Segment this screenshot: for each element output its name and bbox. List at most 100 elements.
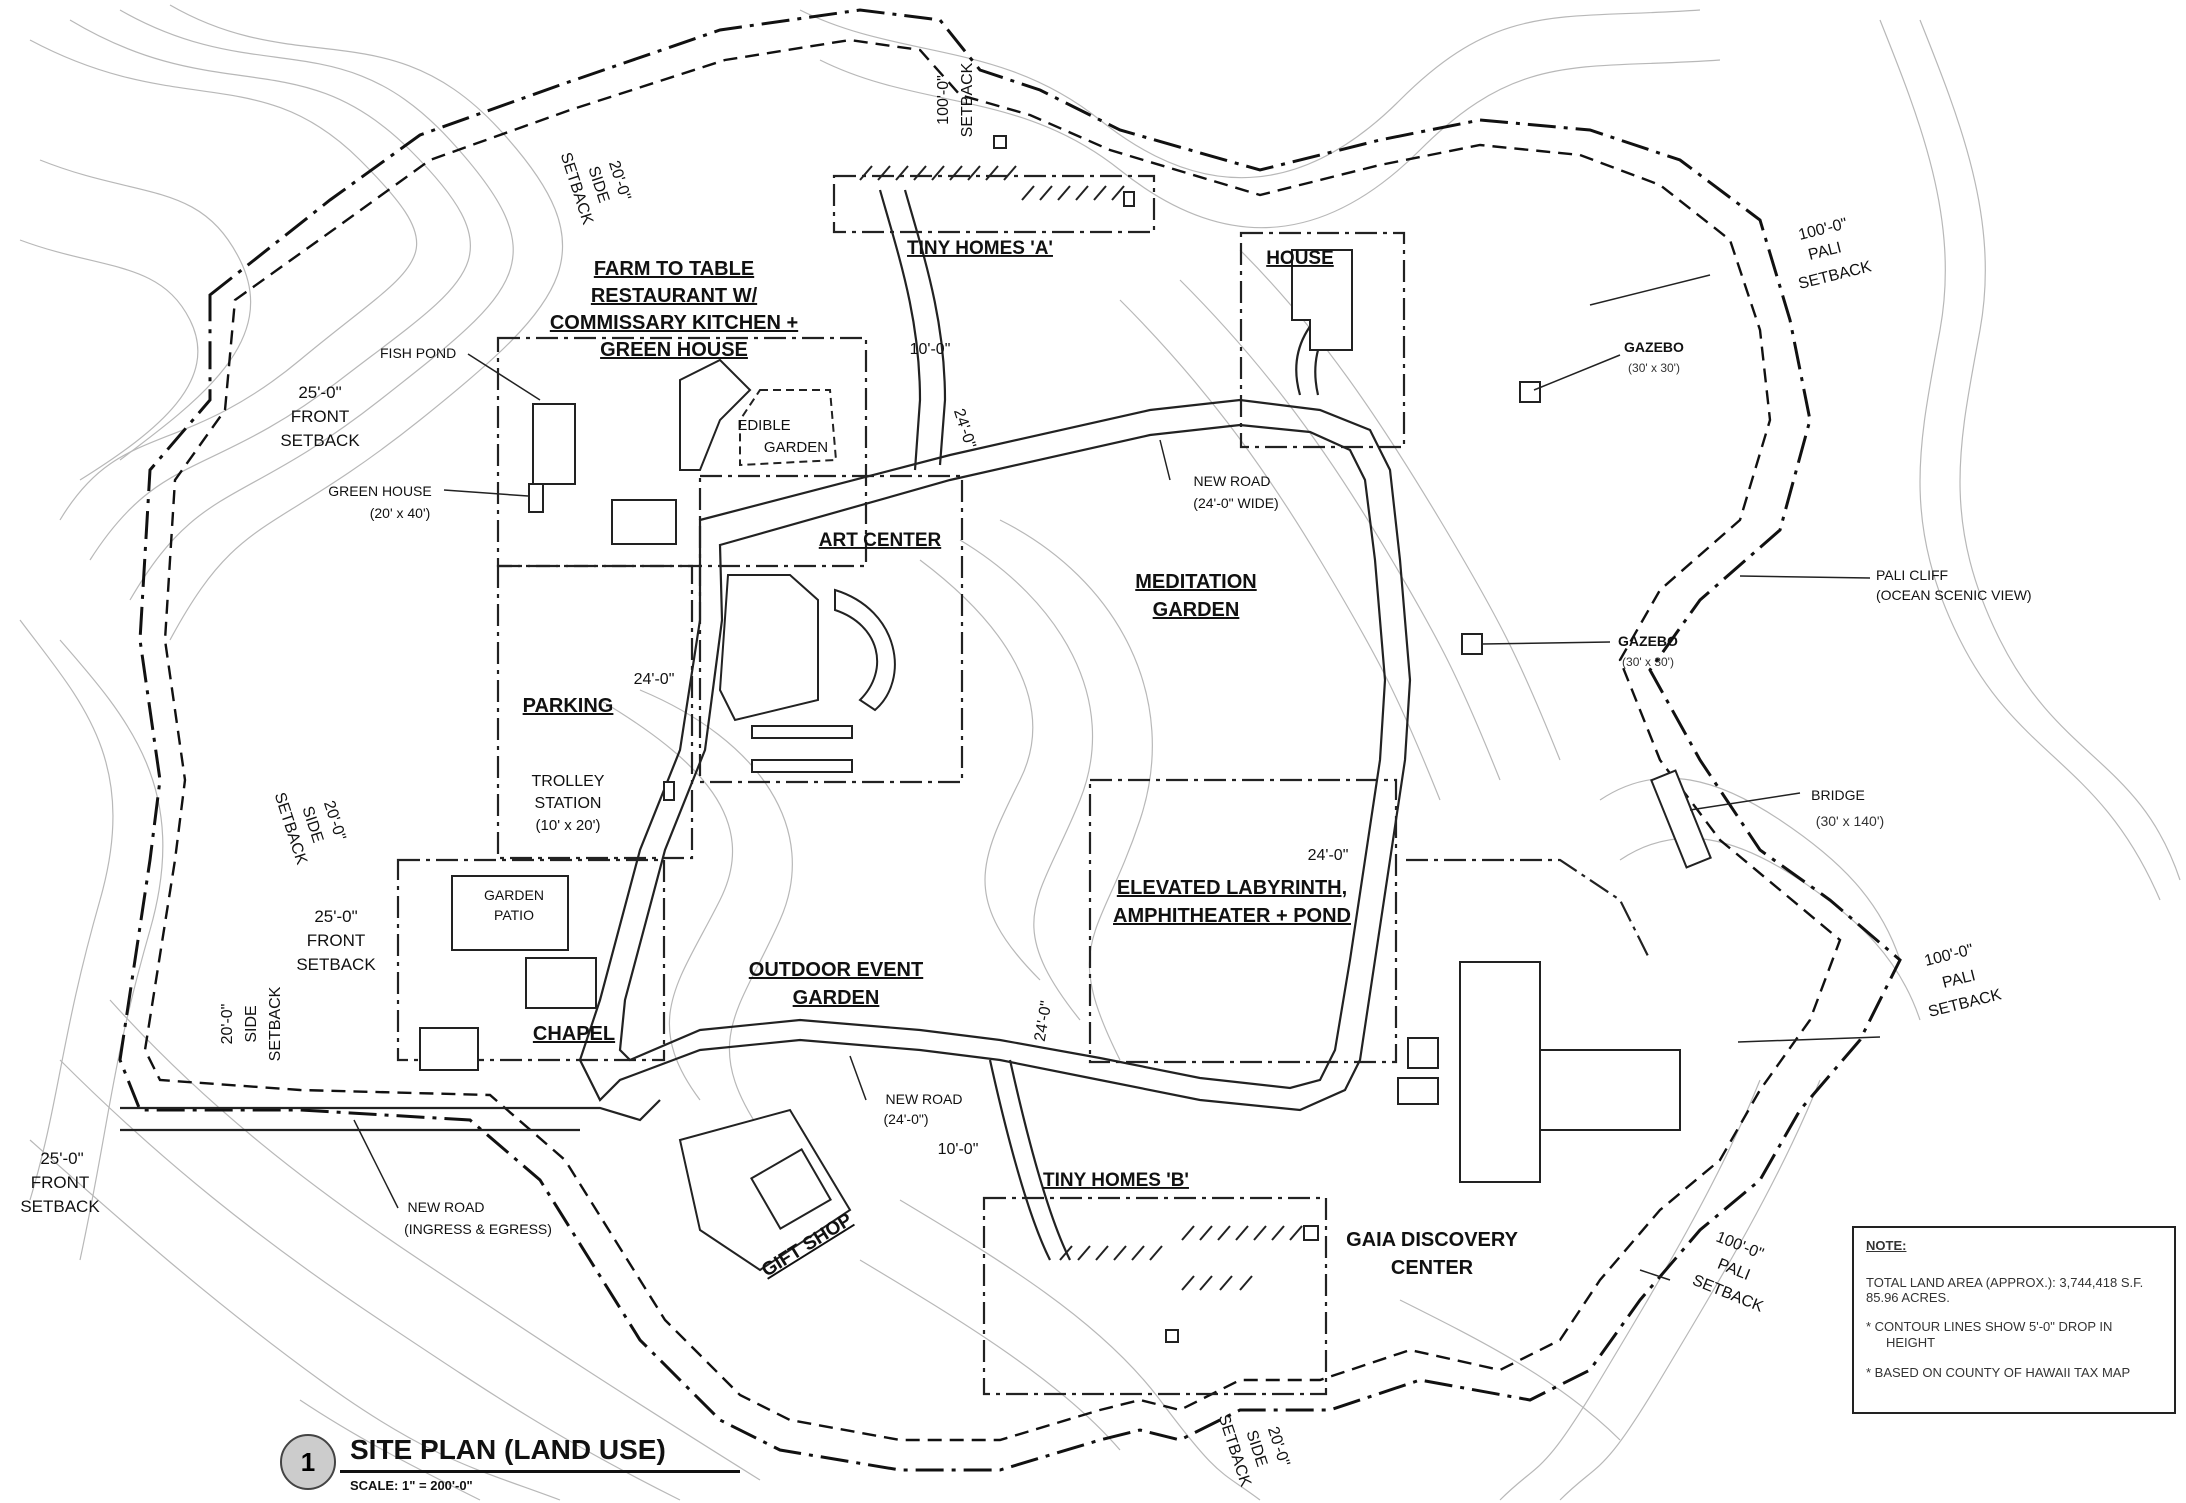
label-gazebo-mid-1: GAZEBO	[1618, 633, 1678, 649]
zone-art-center	[698, 474, 964, 784]
label-road-mid-1: NEW ROAD	[886, 1091, 963, 1107]
label-tiny-homes-a: TINY HOMES 'A'	[907, 238, 1053, 259]
dim-20-top-3: SETBACK	[557, 150, 596, 227]
label-gazebo-top-2: (30' x 30')	[1628, 361, 1680, 375]
note-area: TOTAL LAND AREA (APPROX.): 3,744,418 S.F…	[1866, 1275, 2144, 1305]
drawing-title: SITE PLAN (LAND USE)	[350, 1434, 666, 1465]
zone-labyrinth	[1088, 778, 1398, 1064]
label-patio-1: GARDEN	[484, 887, 544, 903]
label-pali-cliff-1: PALI CLIFF	[1876, 567, 1948, 583]
label-bridge-1: BRIDGE	[1811, 787, 1865, 803]
zone-tiny-homes-a	[832, 174, 1156, 234]
bold-labels: FARM TO TABLE RESTAURANT W/ COMMISSARY K…	[523, 238, 1519, 1281]
dim-25-front-1b: FRONT	[291, 407, 350, 426]
dim-pali-3c: SETBACK	[1690, 1272, 1766, 1316]
dim-100-top-1: 100'-0"	[935, 75, 952, 125]
buildings	[419, 249, 1712, 1272]
contour-lines	[19, 4, 2181, 1501]
dim-pali-1c: SETBACK	[1797, 258, 1874, 293]
dim-road-24b: 24'-0"	[634, 671, 675, 688]
label-trolley-2: STATION	[535, 795, 602, 812]
dim-20-left2-3: SETBACK	[267, 986, 284, 1061]
gift-shop-shape	[750, 1148, 832, 1230]
drawing-number-badge: 1	[280, 1434, 336, 1490]
zone-tiny-homes-b	[982, 1196, 1328, 1396]
title-block: 1 SITE PLAN (LAND USE) SCALE: 1" = 200'-…	[280, 1430, 740, 1500]
label-edible-1: EDIBLE	[737, 417, 790, 434]
label-farm-2: RESTAURANT W/	[591, 285, 758, 307]
dim-road-24c: 24'-0"	[1308, 847, 1349, 864]
gazebo-mid-shape	[1461, 633, 1483, 655]
green-house-shape	[528, 483, 544, 513]
label-gazebo-mid-2: (30' x 30')	[1622, 655, 1674, 669]
dim-road-24d: 24'-0"	[1032, 1000, 1056, 1043]
dim-25-front-2c: SETBACK	[296, 955, 376, 974]
label-road-mid-2: (24'-0")	[884, 1111, 929, 1127]
label-labyrinth-2: AMPHITHEATER + POND	[1113, 905, 1351, 927]
label-patio-2: PATIO	[494, 907, 534, 923]
label-chapel: CHAPEL	[533, 1023, 615, 1045]
dim-road-10a: 10'-0"	[910, 341, 951, 358]
art-center-shape	[718, 574, 819, 722]
bridge-shape	[1650, 769, 1712, 869]
gaia-kiosk	[1407, 1037, 1439, 1069]
zones	[396, 174, 1651, 1396]
zone-chapel	[396, 858, 666, 1062]
art-center-steps	[751, 725, 853, 739]
gaia-grid	[1539, 1049, 1681, 1131]
dim-25-front-1a: 25'-0"	[298, 383, 341, 402]
dim-25-front-3a: 25'-0"	[40, 1149, 83, 1168]
label-parking: PARKING	[523, 695, 614, 717]
label-farm-3: COMMISSARY KITCHEN +	[550, 312, 798, 334]
trolley-station-shape	[663, 781, 675, 801]
property-boundary	[118, 8, 1902, 1472]
label-farm-4: GREEN HOUSE	[600, 339, 748, 361]
dim-pali-3b: PALI	[1715, 1256, 1752, 1284]
dim-100-top-2: SETBACK	[959, 62, 976, 137]
note-title: NOTE:	[1866, 1238, 1907, 1253]
dim-pali-2a: 100'-0"	[1923, 941, 1975, 970]
label-gaia-1: GAIA DISCOVERY	[1346, 1229, 1519, 1251]
leader-lines	[353, 274, 1881, 1281]
chapel-annex	[419, 1027, 479, 1071]
parking-building	[611, 499, 677, 545]
dim-road-10b: 10'-0"	[938, 1141, 979, 1158]
chapel-shape	[525, 957, 597, 1009]
label-meditation-1: MEDITATION	[1135, 571, 1256, 593]
label-labyrinth-1: ELEVATED LABYRINTH,	[1117, 877, 1347, 899]
dim-25-front-2b: FRONT	[307, 931, 366, 950]
dim-25-front-3c: SETBACK	[20, 1197, 100, 1216]
title-underline	[340, 1470, 740, 1473]
dim-20-left2-2: SIDE	[243, 1005, 260, 1042]
label-gaia-2: CENTER	[1391, 1257, 1474, 1279]
label-meditation-2: GARDEN	[1153, 599, 1240, 621]
gaia-entry	[1397, 1077, 1439, 1105]
dim-pali-1b: PALI	[1807, 239, 1844, 264]
tiny-b-marker-1	[1303, 1225, 1319, 1241]
dim-pali-1a: 100'-0"	[1797, 215, 1849, 244]
label-green-house-1: GREEN HOUSE	[328, 483, 431, 499]
note-panel: NOTE: TOTAL LAND AREA (APPROX.): 3,744,4…	[1852, 1226, 2176, 1414]
label-gazebo-top-1: GAZEBO	[1624, 339, 1684, 355]
label-green-house-2: (20' x 40')	[370, 505, 431, 521]
label-road-top-1: NEW ROAD	[1194, 473, 1271, 489]
label-road-bottom-1: NEW ROAD	[408, 1199, 485, 1215]
label-bridge-2: (30' x 140')	[1816, 813, 1884, 829]
garden-patio-shape	[451, 875, 569, 951]
label-trolley-1: TROLLEY	[532, 773, 605, 790]
note-item-contour: * CONTOUR LINES SHOW 5'-0" DROP IN HEIGH…	[1866, 1319, 2113, 1350]
dim-20-left2-1: 20'-0"	[219, 1004, 236, 1045]
edible-garden-shape	[739, 389, 838, 467]
zone-gaia	[1406, 858, 1651, 961]
label-farm-1: FARM TO TABLE	[594, 258, 754, 280]
tiny-homes-b-units	[1059, 1225, 1319, 1343]
label-fish-pond: FISH POND	[380, 345, 456, 361]
gaia-wing	[1459, 961, 1541, 1183]
restaurant-shape	[679, 358, 752, 471]
label-tiny-homes-b: TINY HOMES 'B'	[1043, 1170, 1189, 1191]
dim-pali-2c: SETBACK	[1927, 986, 2004, 1021]
label-edible-2: GARDEN	[764, 439, 828, 456]
house-shape	[1291, 249, 1353, 351]
dim-25-front-2a: 25'-0"	[314, 907, 357, 926]
